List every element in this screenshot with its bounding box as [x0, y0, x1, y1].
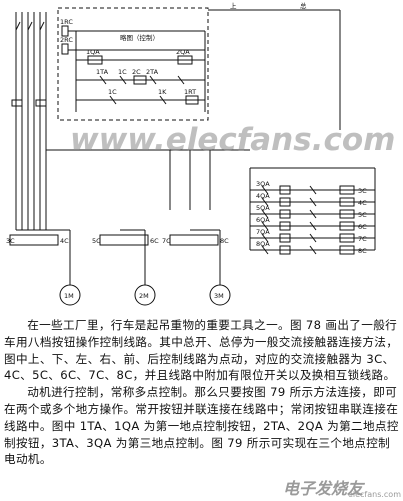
rc2-label: 2RC — [60, 36, 73, 44]
c6-label: 6C — [150, 237, 159, 245]
box-label: 略图（控制） — [120, 33, 159, 42]
qa2-label: 2QA — [176, 48, 190, 56]
motor-2 — [134, 284, 156, 306]
btn-4qa-label: 4QA — [256, 192, 270, 200]
logo-url: elecfans.com — [347, 490, 401, 499]
motor-2-label: 2M — [139, 292, 149, 300]
coil-3c-label: 3C — [358, 187, 367, 195]
motor-1 — [59, 284, 81, 306]
c4-label: 4C — [60, 237, 69, 245]
ta1-label: 1TA — [96, 68, 109, 76]
article-text: 在一些工厂里，行车是起吊重物的重要工具之一。图 78 画出了一般行车用八档按钮操… — [4, 317, 399, 468]
site-logo: 电子发烧友 elecfans.com — [283, 475, 401, 499]
k4-label: 1K — [158, 88, 167, 96]
coil-6c-label: 6C — [358, 223, 367, 231]
btn-6qa-label: 6QA — [256, 216, 270, 224]
control-box — [57, 7, 209, 121]
c5-label: 5C — [92, 237, 101, 245]
k5-label: 1RT — [184, 88, 196, 96]
btn-7qa-label: 7QA — [256, 228, 270, 236]
rc1-label: 1RC — [60, 18, 73, 26]
coil-5c-label: 5C — [358, 211, 367, 219]
watermark: www.elecfans.com — [70, 122, 395, 158]
c3-label: 3C — [6, 237, 15, 245]
c8-label: 8C — [220, 237, 229, 245]
btn-5qa-label: 5QA — [256, 204, 270, 212]
qa1-label: 1QA — [86, 48, 100, 56]
k3-label: 1C — [108, 88, 117, 96]
btn-3qa-label: 3QA — [256, 180, 270, 188]
circuit-diagram: 略图（控制） 1RC 2RC 1QA 2QA 1TA 2TA 1C 2C 1C … — [6, 1, 395, 306]
coil-7c-label: 7C — [358, 235, 367, 243]
paragraph-2: 动机进行控制，常称多点控制。那么只要按图 79 所示方法连接，即可在两个或多个地… — [4, 385, 399, 467]
paragraph-1: 在一些工厂里，行车是起吊重物的重要工具之一。图 78 画出了一般行车用八档按钮操… — [4, 318, 399, 383]
k2-label: 2C — [132, 68, 141, 76]
c7-label: 7C — [162, 237, 171, 245]
logo-text: 电子发烧友 — [283, 479, 364, 498]
motor-3 — [209, 284, 231, 306]
coil-8c-label: 8C — [358, 247, 367, 255]
motor-1-label: 1M — [64, 292, 74, 300]
top-label-2: 总 — [300, 1, 307, 10]
coil-4c-label: 4C — [358, 199, 367, 207]
motor-3-label: 3M — [214, 292, 224, 300]
k1-label: 1C — [118, 68, 127, 76]
ta2-label: 2TA — [146, 68, 159, 76]
top-label-1: 上 — [230, 1, 237, 10]
btn-8qa-label: 8QA — [256, 240, 270, 248]
